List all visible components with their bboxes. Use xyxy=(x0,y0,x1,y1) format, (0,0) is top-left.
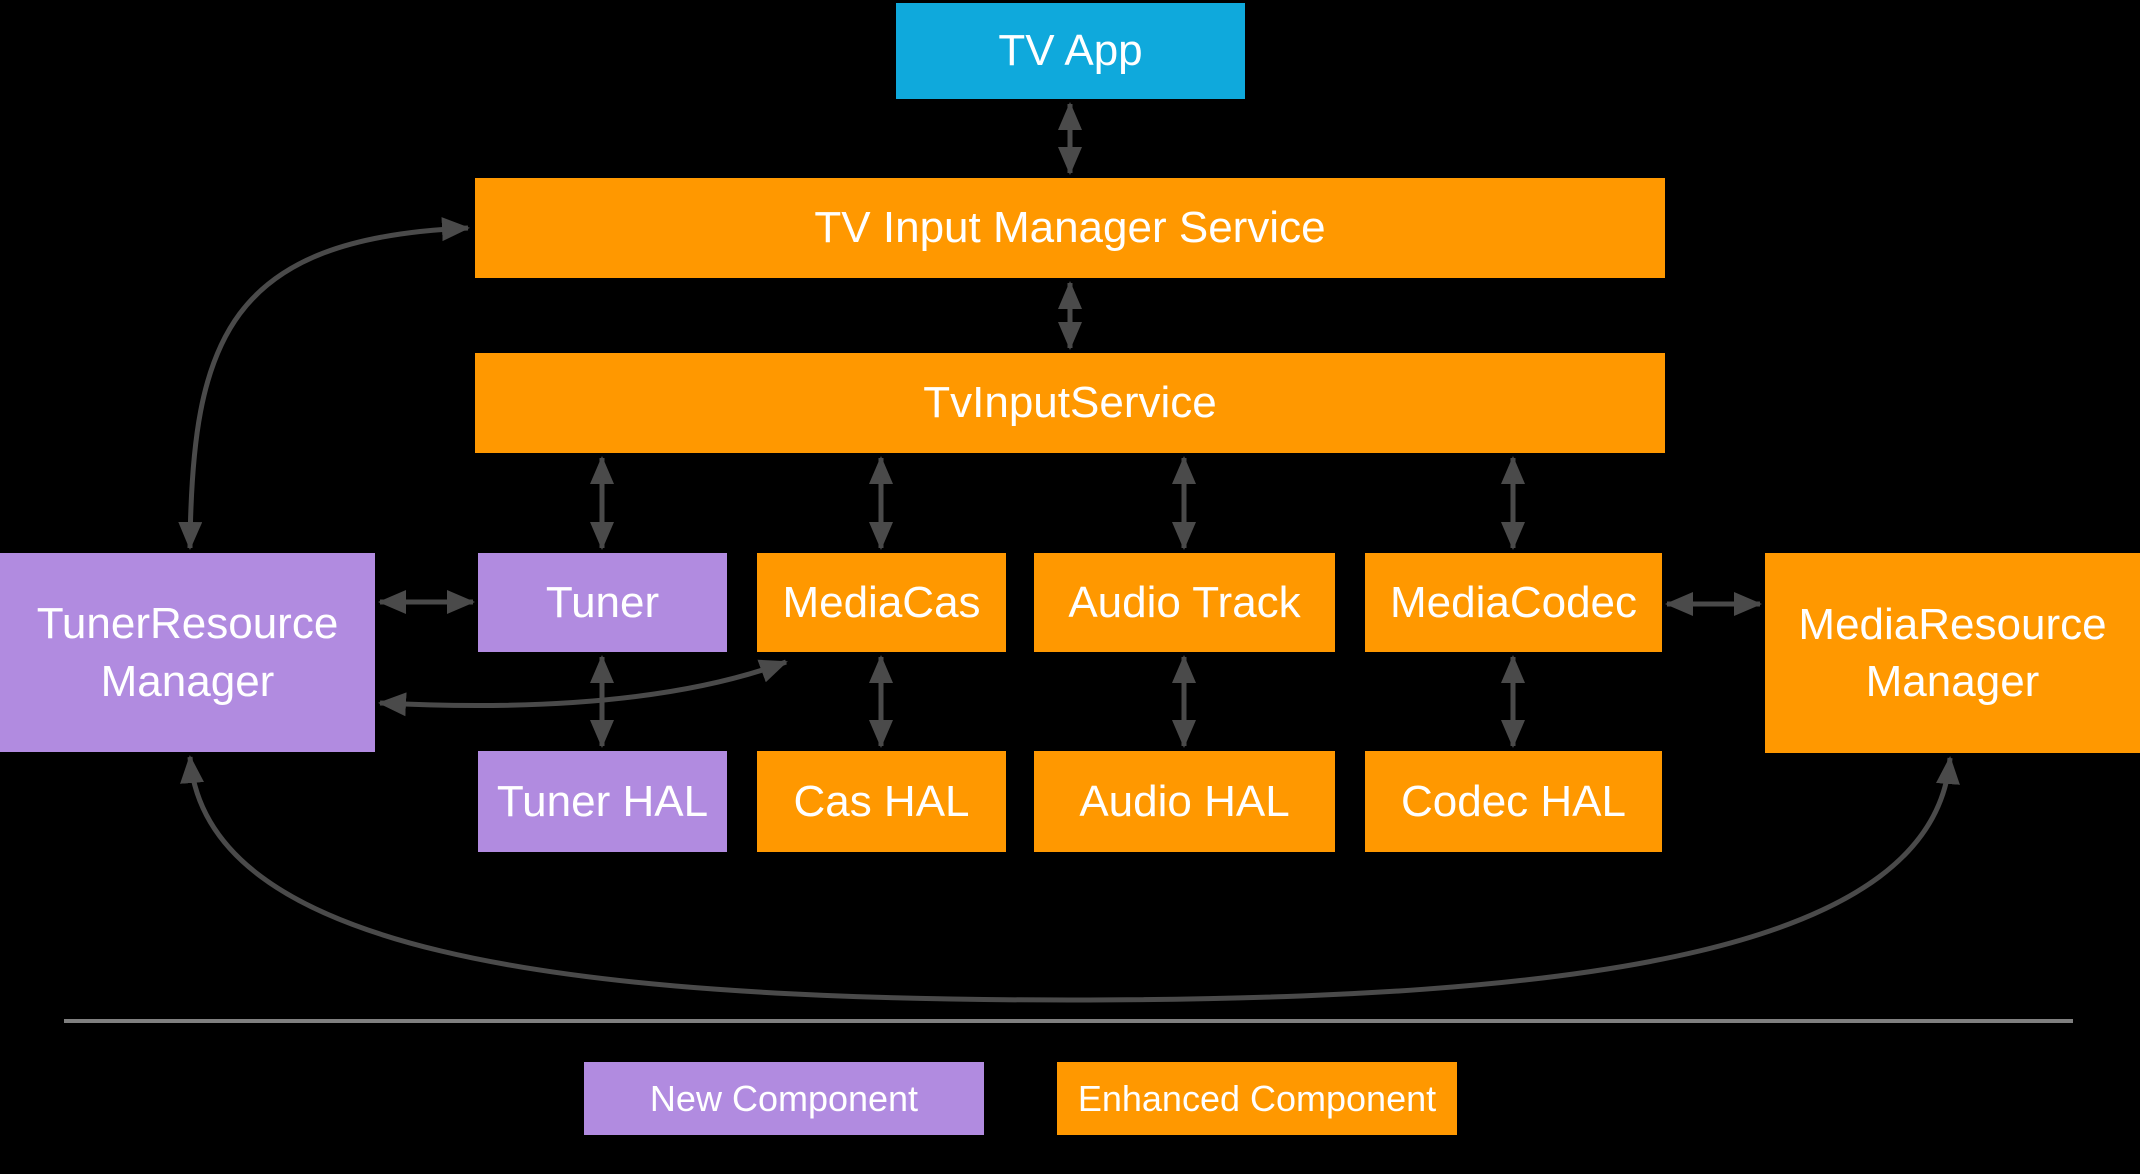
arrow-trm-tims-curve xyxy=(178,217,470,550)
node-tuner-hal: Tuner HAL xyxy=(478,751,727,852)
node-tv-input-manager-service: TV Input Manager Service xyxy=(475,178,1665,278)
node-audio-hal: Audio HAL xyxy=(1034,751,1335,852)
node-mediacodec: MediaCodec xyxy=(1365,553,1662,652)
node-cas-hal: Cas HAL xyxy=(757,751,1006,852)
arrow-trm-mediacas-curve xyxy=(378,659,788,717)
legend-enhanced-component: Enhanced Component xyxy=(1057,1062,1457,1135)
node-codec-hal: Codec HAL xyxy=(1365,751,1662,852)
node-mediacas: MediaCas xyxy=(757,553,1006,652)
node-tuner: Tuner xyxy=(478,553,727,652)
legend-new-component: New Component xyxy=(584,1062,984,1135)
node-tvinputservice: TvInputService xyxy=(475,353,1665,453)
node-audio-track: Audio Track xyxy=(1034,553,1335,652)
node-tv-app: TV App xyxy=(896,3,1245,99)
node-tuner-resource-manager: TunerResource Manager xyxy=(0,553,375,752)
divider-line xyxy=(64,1019,2073,1023)
node-media-resource-manager: MediaResource Manager xyxy=(1765,553,2140,753)
